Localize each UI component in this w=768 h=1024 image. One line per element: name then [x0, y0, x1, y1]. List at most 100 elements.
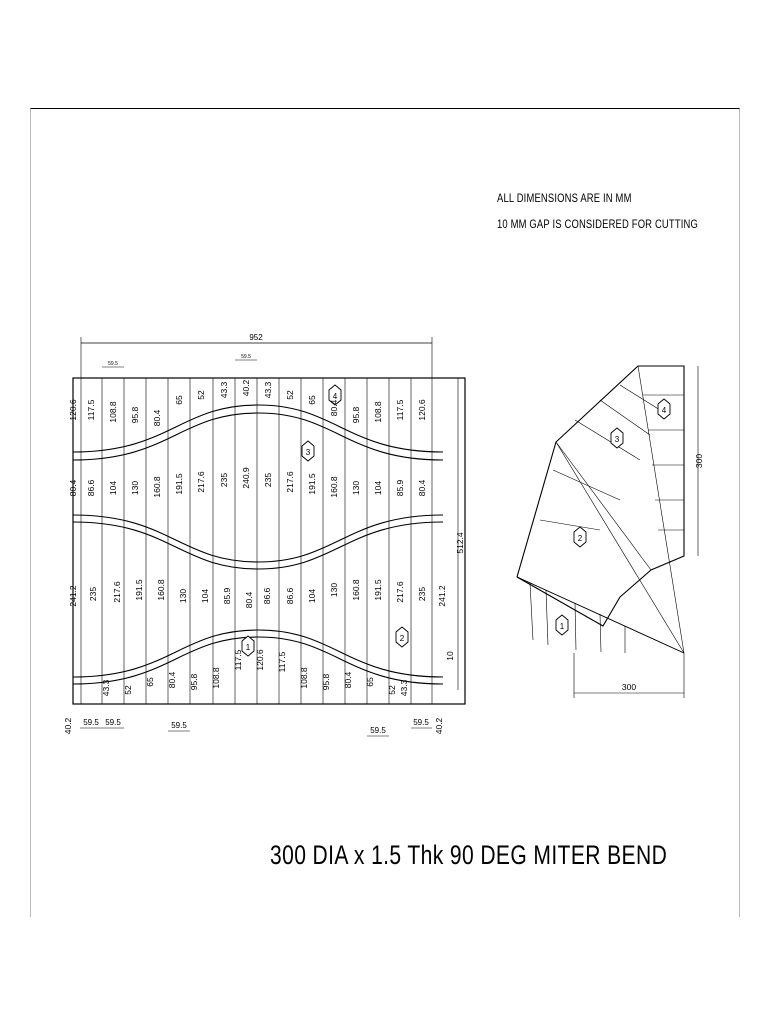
band3-dim-label: 217.6	[112, 581, 122, 603]
overall-height-label: 512.4	[455, 532, 465, 554]
pattern-outline	[72, 377, 466, 705]
elbow-segment-3-marker	[610, 427, 624, 449]
drawing-notes: ALL DIMENSIONS ARE IN MM 10 MM GAP IS CO…	[497, 191, 698, 243]
elbow-segment-2-label: 2	[578, 534, 583, 543]
drawing-title: 300 DIA x 1.5 Thk 90 DEG MITER BEND	[270, 840, 668, 870]
band1-dim-label: 108.8	[373, 401, 383, 423]
drawing-sheet-border	[30, 108, 740, 917]
elbow-segment-3-label: 3	[615, 435, 620, 444]
band1-dim-label: 52	[196, 390, 206, 400]
band4-dim-label: 52	[387, 685, 397, 695]
band4-dim-label: 95.8	[189, 673, 199, 690]
band4-dim-label: 120.6	[255, 649, 265, 671]
bottom-pitch-label-5: 59.5	[413, 718, 429, 727]
segment-1-marker	[241, 635, 255, 657]
band4-dim-label: 43.3	[399, 679, 409, 696]
band1-dim-label: 43.3	[219, 381, 229, 398]
band1-dim-label: 120.6	[417, 399, 427, 421]
band1-dim-label: 80.4	[329, 399, 339, 416]
band3-dim-label: 191.5	[373, 579, 383, 601]
band3-dim-label: 86.6	[285, 587, 295, 604]
note-cutting-gap: 10 MM GAP IS CONSIDERED FOR CUTTING	[497, 219, 699, 231]
band3-dim-label: 235	[88, 587, 98, 601]
band1-dim-label: 65	[174, 395, 184, 405]
band1-dim-label: 40.2	[241, 379, 251, 396]
segment-3-label: 3	[306, 448, 311, 457]
band2-dim-label: 104	[108, 481, 118, 495]
cut-curve-2b	[72, 521, 444, 570]
band3-dim-label: 130	[329, 583, 339, 597]
segment-4-label: 4	[333, 392, 338, 401]
elbow-generators	[516, 384, 684, 653]
band4-dim-label: 108.8	[299, 667, 309, 689]
elbow-segment-1-marker	[555, 614, 569, 636]
segment-3-marker	[301, 440, 315, 462]
band3-dim-label: 241.2	[68, 585, 78, 607]
cut-curve-1b	[72, 412, 444, 461]
band4-dim-label: 80.4	[343, 671, 353, 688]
band1-dim-label: 80.4	[152, 409, 162, 426]
band2-dim-label: 235	[219, 473, 229, 487]
band1-dim-label: 120.6	[68, 399, 78, 421]
note-dimensions-unit: ALL DIMENSIONS ARE IN MM	[497, 193, 632, 205]
band3-dim-label: 104	[200, 589, 210, 603]
edge-offset-right: 40.2	[434, 717, 444, 734]
miter-elbow-view	[516, 365, 699, 698]
band3-dim-label: 241.2	[437, 585, 447, 607]
band3-dim-label: 104	[307, 589, 317, 603]
band4-dim-label: 43.3	[101, 679, 111, 696]
gap-label: 10	[445, 651, 455, 661]
top-pitch-label-left: 59.5	[108, 361, 118, 367]
band1-dim-label: 52	[285, 390, 295, 400]
cut-curve-3b	[72, 636, 444, 685]
segment-2-marker	[395, 626, 409, 648]
band3-dim-label: 80.4	[244, 591, 254, 608]
band2-dim-label: 160.8	[152, 476, 162, 498]
elbow-segment-2-marker	[573, 526, 587, 548]
elbow-width-label: 300	[622, 682, 636, 692]
bottom-pitch-label-2: 59.5	[105, 718, 121, 727]
edge-offset-left: 40.2	[63, 717, 73, 734]
segment-4-marker	[328, 384, 342, 406]
top-pitch-label-mid: 59.5	[241, 354, 251, 360]
band2-dim-label: 191.5	[174, 473, 184, 495]
cut-curve-2a	[72, 514, 444, 563]
band3-dim-label: 235	[417, 587, 427, 601]
band4-dim-label: 65	[145, 677, 155, 687]
band3-dim-label: 85.9	[222, 587, 232, 604]
elbow-segment-markers	[555, 398, 671, 636]
band4-dim-label: 65	[365, 677, 375, 687]
band2-dim-label: 160.8	[329, 476, 339, 498]
segment-2-label: 2	[400, 634, 405, 643]
band2-dim-label: 86.6	[86, 479, 96, 496]
elbow-outline	[516, 365, 685, 627]
band2-dim-label: 217.6	[285, 471, 295, 493]
band2-dim-label: 80.4	[417, 479, 427, 496]
bottom-pitch-label-4: 59.5	[370, 726, 386, 735]
band1-dim-label: 117.5	[395, 399, 405, 420]
bottom-pitch-label-3: 59.5	[171, 721, 187, 730]
band3-dim-label: 86.6	[262, 587, 272, 604]
bottom-pitch-label-1: 59.5	[83, 718, 99, 727]
band4-dim-label: 108.8	[211, 667, 221, 689]
band3-dim-label: 160.8	[351, 579, 361, 601]
band2-dim-label: 191.5	[307, 473, 317, 495]
band4-dim-label: 52	[123, 685, 133, 695]
band2-dim-label: 130	[130, 481, 140, 495]
elbow-segment-4-marker	[657, 398, 671, 420]
band2-dim-label: 80.4	[68, 479, 78, 496]
pattern-segment-markers	[241, 384, 409, 657]
band3-dim-label: 130	[178, 589, 188, 603]
development-pattern	[72, 337, 466, 737]
band2-dim-label: 217.6	[196, 471, 206, 493]
cut-curve-3a	[72, 629, 444, 678]
band4-dim-label: 117.5	[277, 651, 287, 672]
band1-dim-label: 108.8	[108, 401, 118, 423]
overall-width-label: 952	[249, 333, 263, 342]
band4-dim-label: 80.4	[167, 671, 177, 688]
band4-dim-label: 95.8	[321, 673, 331, 690]
segment-1-label: 1	[246, 643, 251, 652]
generator-lines	[80, 378, 433, 704]
elbow-segment-1-label: 1	[560, 622, 565, 631]
